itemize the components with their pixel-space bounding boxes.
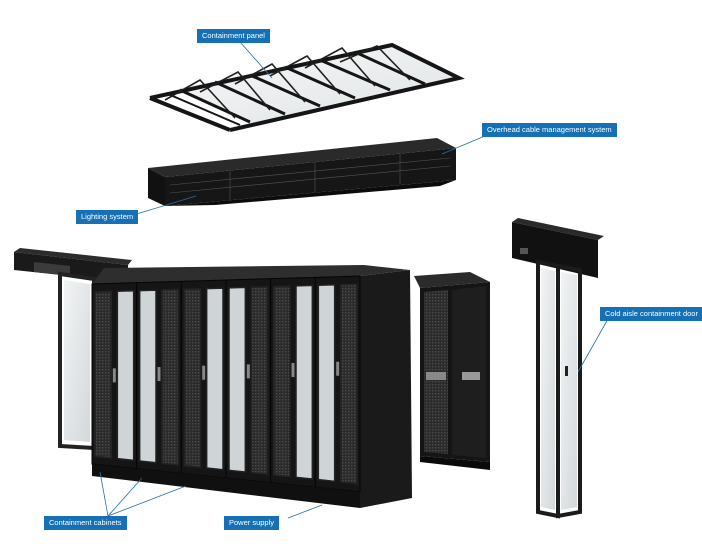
leader-containment-panel: [239, 41, 273, 79]
label-power-supply: Power supply: [224, 516, 280, 530]
label-lighting-system: Lighting system: [76, 210, 139, 224]
rear-cabinet-illustration: [414, 272, 490, 470]
leader-cabinets-2: [107, 477, 143, 517]
cabinet: [136, 280, 182, 474]
overhead-cable-management-illustration: [148, 138, 456, 206]
label-overhead-cable-management: Overhead cable management system: [482, 123, 617, 137]
cabinet: [225, 278, 272, 484]
leader-lighting: [129, 195, 197, 217]
label-cold-aisle-containment-door: Cold aisle containment door: [600, 307, 702, 321]
cabinet: [270, 276, 316, 488]
label-containment-cabinets: Containment cabinets: [44, 516, 127, 530]
containment-panel-illustration: [149, 42, 465, 132]
cold-aisle-door-illustration: [512, 218, 604, 519]
leader-lines: [99, 41, 609, 519]
cabinet-row-illustration: [91, 265, 412, 508]
leader-cabinets-3: [107, 485, 187, 517]
leader-power-supply: [287, 504, 323, 519]
cabinet: [314, 275, 361, 493]
leader-cabinets-1: [99, 471, 109, 517]
leader-cold-aisle-door: [577, 318, 609, 373]
cabinet: [91, 282, 138, 470]
label-containment-panel: Containment panel: [197, 29, 270, 43]
cabinet: [180, 279, 227, 479]
leader-overhead-cable: [441, 135, 486, 155]
